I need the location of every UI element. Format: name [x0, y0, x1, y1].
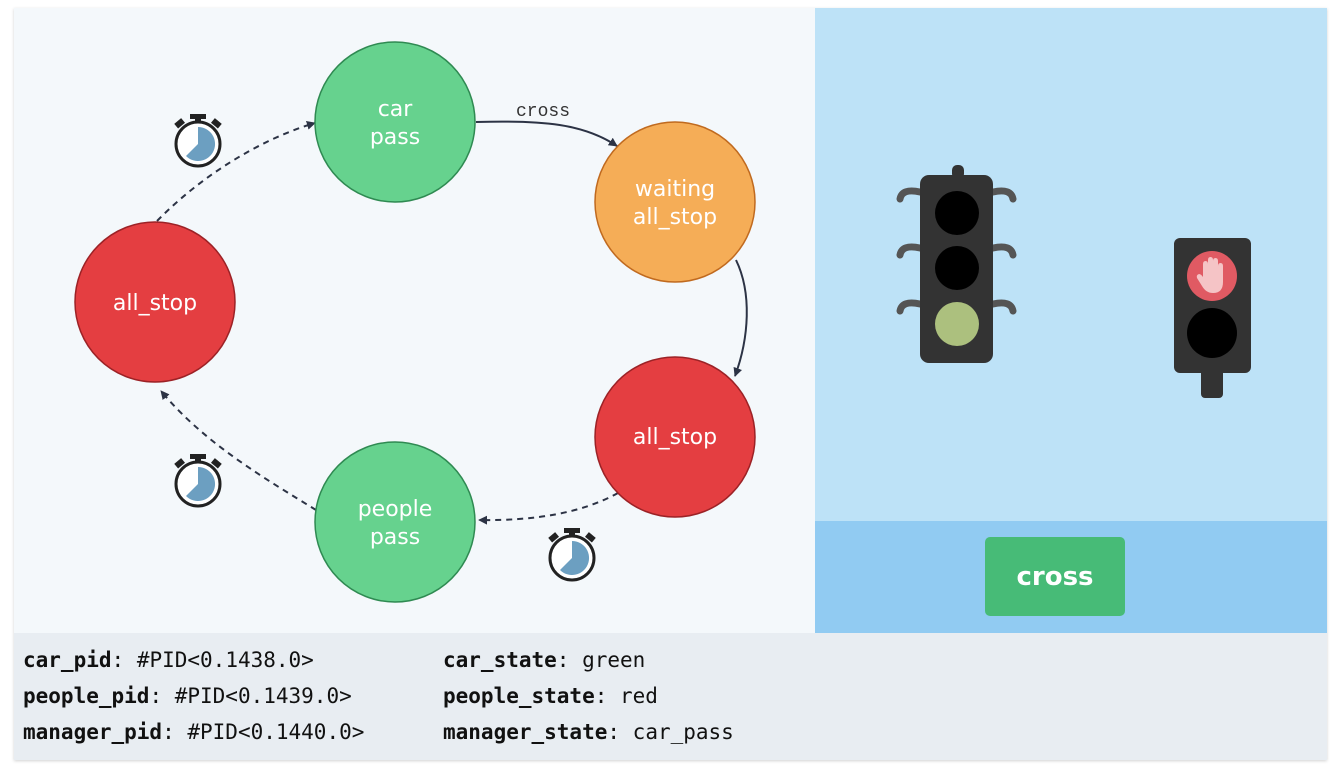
node-label-line: car: [378, 97, 414, 122]
edge-car-pass-to-waiting: [475, 120, 618, 147]
stopwatch-icon: [172, 112, 224, 168]
state-node-all-stop-right: all_stop: [594, 356, 756, 518]
status-value: #PID<0.1439.0>: [174, 684, 352, 708]
status-key: people_pid: [23, 684, 150, 708]
state-diagram-canvas: cross car pass wait: [74, 41, 756, 603]
state-node-people-pass: people pass: [314, 441, 476, 603]
edge-waiting-to-all-stop: [733, 259, 748, 377]
node-label-line: waiting: [635, 177, 715, 202]
status-value: #PID<0.1438.0>: [136, 648, 314, 672]
car-traffic-light: [896, 165, 1017, 363]
status-people-state: people_state: red: [443, 684, 658, 708]
status-manager-pid: manager_pid: #PID<0.1440.0>: [23, 720, 365, 744]
status-value: red: [620, 684, 658, 708]
node-label-line: all_stop: [633, 425, 717, 450]
car-light-green-lamp: [935, 302, 979, 346]
car-light-red-lamp: [935, 191, 979, 235]
status-value: green: [582, 648, 646, 672]
state-node-car-pass: car pass: [314, 41, 476, 203]
status-value: #PID<0.1440.0>: [187, 720, 365, 744]
cross-button[interactable]: cross: [985, 537, 1125, 616]
traffic-scene: [896, 165, 1251, 398]
status-key: manager_state: [443, 720, 608, 744]
hand-icon: [1196, 257, 1223, 293]
edge-label-cross: cross: [516, 102, 570, 122]
state-node-all-stop-left: all_stop: [74, 221, 236, 383]
node-label-line: all_stop: [113, 291, 197, 316]
node-label-line: pass: [370, 125, 420, 150]
pedestrian-light-walk-lamp: [1187, 308, 1237, 358]
state-diagram: cross car pass wait: [14, 8, 815, 633]
pedestrian-traffic-light: [1174, 238, 1251, 398]
node-label-line: people: [358, 497, 433, 522]
state-node-waiting-all-stop: waiting all_stop: [594, 121, 756, 283]
traffic-simulation-panel: cross: [815, 8, 1327, 633]
status-panel: car_pid: #PID<0.1438.0> people_pid: #PID…: [14, 633, 1327, 760]
status-key: car_state: [443, 648, 557, 672]
control-bar: cross: [815, 521, 1327, 633]
status-key: people_state: [443, 684, 595, 708]
status-manager-state: manager_state: car_pass: [443, 720, 734, 744]
node-label-line: all_stop: [633, 205, 717, 230]
status-car-state: car_state: green: [443, 648, 646, 672]
edge-people-pass-to-all-stop: [160, 390, 317, 511]
stopwatch-icon: [172, 452, 224, 508]
status-value: car_pass: [632, 720, 734, 744]
status-key: manager_pid: [23, 720, 163, 744]
car-light-yellow-lamp: [935, 246, 979, 290]
status-people-pid: people_pid: #PID<0.1439.0>: [23, 684, 352, 708]
status-car-pid: car_pid: #PID<0.1438.0>: [23, 648, 314, 672]
app-card: cross car pass wait: [14, 8, 1327, 760]
status-key: car_pid: [23, 648, 112, 672]
edge-all-stop-to-people-pass: [478, 492, 619, 525]
node-label-line: pass: [370, 525, 420, 550]
stopwatch-icon: [546, 526, 598, 582]
edge-all-stop-to-car-pass: [156, 120, 316, 222]
